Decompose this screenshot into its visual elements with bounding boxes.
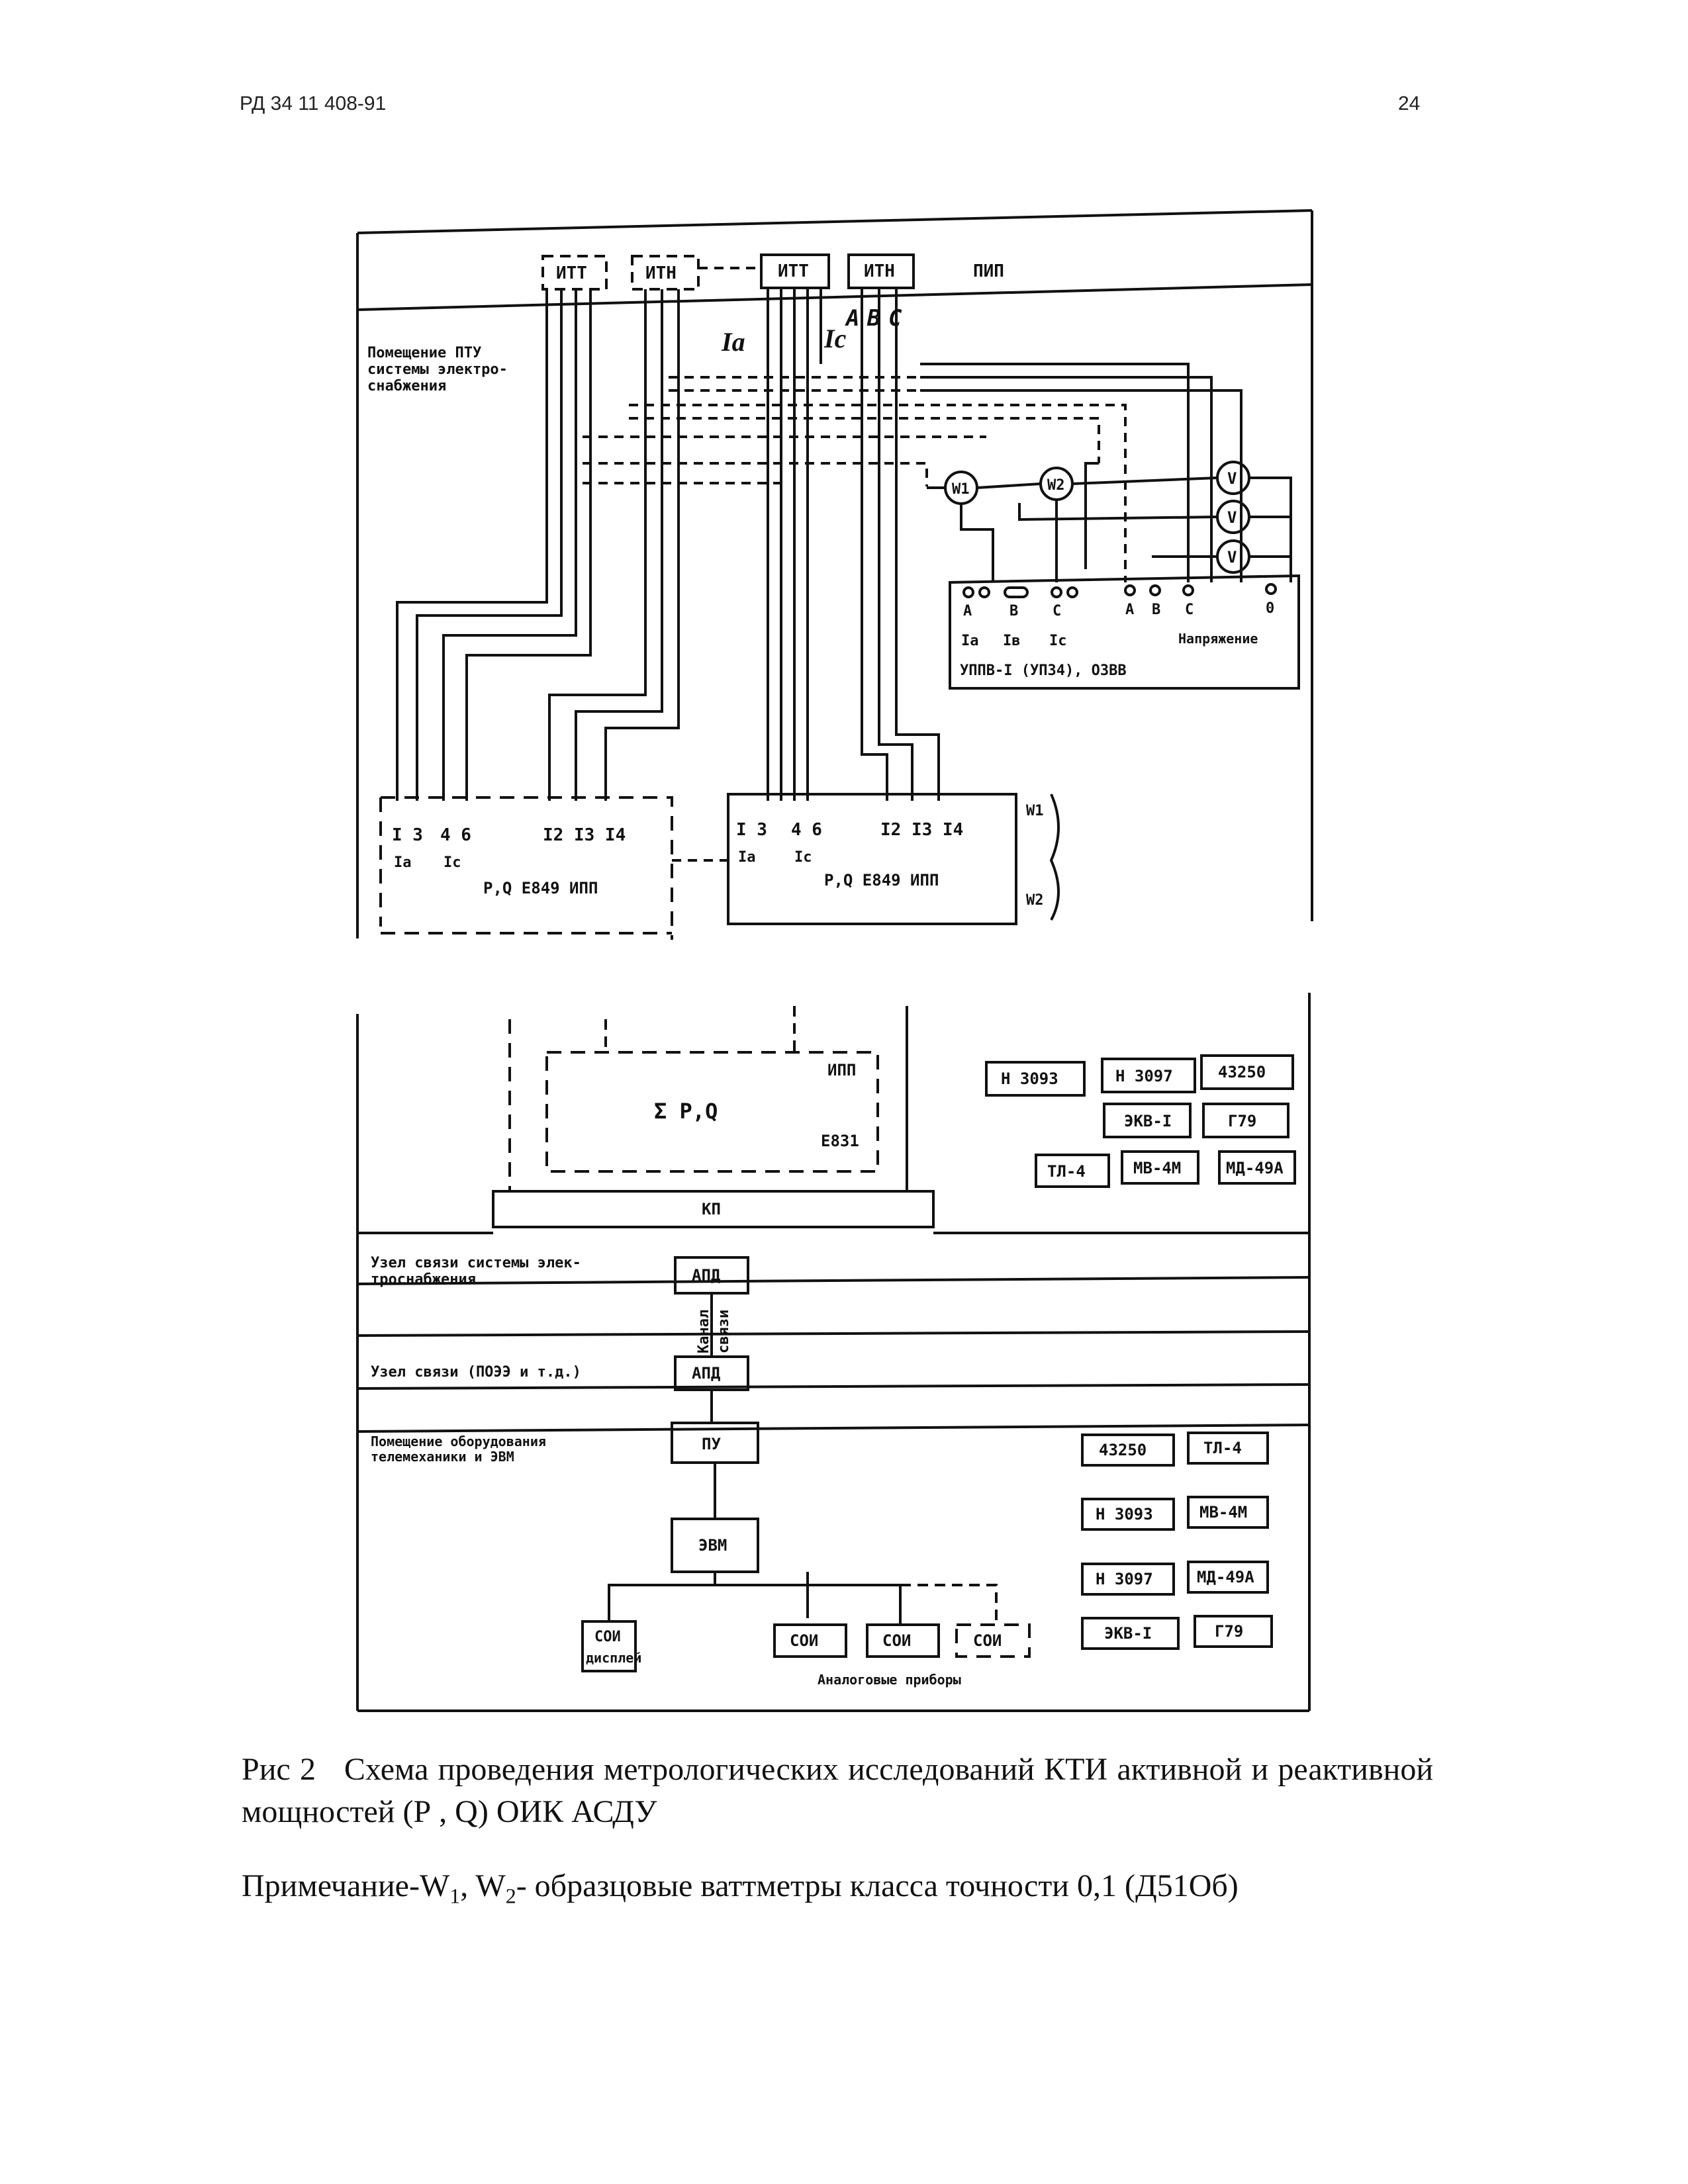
note-sub-2: 2 (505, 1884, 516, 1908)
right-sub-ia: Ia (738, 849, 756, 866)
soi-display-label-1: СОИ (594, 1629, 621, 1645)
phase-b-label: B (867, 305, 880, 332)
voltmeter-1-label: V (1227, 469, 1237, 488)
right-pins-121314: I2 I3 I4 (880, 820, 963, 840)
uppv-terminal-b: B (1009, 603, 1018, 619)
summator-sigma: Σ P,Q (654, 1099, 718, 1124)
itt-label: ИТТ (778, 261, 809, 281)
instrument-ekv1: ЭКВ-I (1124, 1112, 1172, 1130)
uppv-terminal-c: C (1053, 603, 1061, 619)
instrument-n3097: Н 3097 (1115, 1067, 1173, 1085)
itn-dashed-label: ИТН (645, 263, 677, 283)
room-label-1: Помещение ПТУ (367, 345, 481, 361)
summator-code-2: E831 (821, 1132, 859, 1150)
uppv-voltage-0: 0 (1266, 600, 1274, 617)
instrument-md49a: МД-49А (1226, 1159, 1284, 1177)
zone-telemech-1: Помещение оборудования (371, 1433, 546, 1449)
analog-instruments-label: Аналоговые приборы (818, 1672, 961, 1688)
room-label-3: снабжения (367, 378, 446, 394)
zone-comm-node-2: троснабжения (371, 1271, 476, 1288)
figure-caption-text: Схема проведения метрологических исследо… (242, 1752, 1434, 1829)
uppv-voltage-c: C (1185, 602, 1194, 618)
uppv-label-ia: Ia (961, 633, 979, 649)
uppv-label-ib: Iв (1003, 633, 1021, 649)
voltmeter-3-label: V (1227, 548, 1237, 567)
instrument-n3093: Н 3093 (1001, 1069, 1058, 1088)
apd-1-label: АПД (692, 1266, 720, 1285)
pip-label: ПИП (973, 261, 1004, 281)
wattmeter-2-label: W2 (1047, 477, 1065, 494)
soi-2-label: СОИ (882, 1631, 911, 1650)
uppv-voltage-a: A (1125, 602, 1134, 618)
channel-label-2: связи (716, 1310, 732, 1353)
note-sub-1: 1 (449, 1884, 461, 1908)
w2-brace-label: W2 (1026, 892, 1044, 909)
instrument-mv4m: МВ-4М (1133, 1159, 1181, 1177)
left-sub-ic: Ic (444, 854, 461, 871)
apd-2-label: АПД (692, 1364, 720, 1383)
itt-dashed-label: ИТТ (556, 263, 587, 283)
note-part-3: - образцовые ваттметры класса точности 0… (516, 1868, 1239, 1903)
note-part-1: Примечание-W (242, 1868, 450, 1903)
left-pins-13: I 3 (392, 825, 423, 845)
soi-display-label-2: дисплей (586, 1650, 641, 1666)
room-label-2: системы электро- (367, 361, 508, 378)
phase-c-label: C (888, 305, 902, 332)
instrument-b-n3097: Н 3097 (1096, 1570, 1153, 1588)
instrument-tl4: ТЛ-4 (1047, 1162, 1086, 1181)
instrument-b-ekv1: ЭКВ-I (1104, 1624, 1152, 1643)
soi-1-label: СОИ (790, 1631, 818, 1650)
note-part-2: , W (460, 1868, 506, 1903)
instrument-43250: 43250 (1218, 1063, 1266, 1081)
uppv-voltage-label: Напряжение (1178, 631, 1258, 647)
page-number: 24 (1398, 93, 1421, 114)
pu-label: ПУ (702, 1435, 721, 1453)
w1-brace-label: W1 (1026, 803, 1044, 819)
uppv-voltage-b: B (1152, 602, 1160, 618)
instrument-b-mv4m: МВ-4М (1199, 1503, 1247, 1522)
figure-caption: Рис 2 Схема проведения метрологических и… (242, 1749, 1433, 1833)
document-code: РД 34 11 408-91 (240, 93, 387, 114)
left-sub-ia: Ia (394, 854, 412, 871)
evm-label: ЭВМ (698, 1536, 727, 1555)
right-pins-46: 4 6 (791, 820, 822, 840)
left-transducer-name: P,Q E849 ИПП (483, 879, 598, 897)
figure-number: Рис 2 (242, 1752, 316, 1787)
right-transducer-name: P,Q E849 ИПП (824, 871, 939, 889)
uppv-name: УППВ-I (УП34), ОЗВВ (960, 662, 1127, 679)
zone-telemech-2: телемеханики и ЭВМ (371, 1449, 514, 1465)
phase-ia-label: Ia (721, 327, 745, 357)
instrument-b-md49a: МД-49А (1197, 1568, 1254, 1586)
voltmeter-2-label: V (1227, 508, 1237, 527)
wattmeter-1-label: W1 (952, 481, 970, 498)
soi-3-label: СОИ (973, 1631, 1002, 1650)
right-pins-13: I 3 (736, 820, 767, 840)
zone-comm-node-poee: Узел связи (ПОЭЭ и т.д.) (371, 1364, 581, 1381)
phase-a-label: A (845, 305, 859, 332)
instrument-b-tl4: ТЛ-4 (1203, 1439, 1242, 1457)
left-pins-121314: I2 I3 I4 (543, 825, 626, 845)
uppv-label-ic: Ic (1049, 633, 1067, 649)
instrument-b-n3093: Н 3093 (1096, 1505, 1153, 1524)
kp-label: КП (702, 1200, 721, 1218)
figure-note: Примечание-W1, W2- образцовые ваттметры … (242, 1865, 1433, 1917)
zone-comm-node-1: Узел связи системы элек- (371, 1255, 581, 1271)
right-sub-ic: Ic (794, 849, 812, 866)
instrument-g79: Г79 (1228, 1112, 1256, 1130)
channel-label-1: Канал (696, 1310, 712, 1353)
left-pins-46: 4 6 (440, 825, 471, 845)
uppv-terminal-a: A (963, 603, 972, 619)
instrument-b-g79: Г79 (1215, 1622, 1243, 1641)
phase-ic-label: Ic (823, 324, 847, 353)
instrument-b-43250: 43250 (1099, 1441, 1147, 1459)
itn-label: ИТН (864, 261, 895, 281)
summator-code-1: ИПП (827, 1061, 856, 1079)
